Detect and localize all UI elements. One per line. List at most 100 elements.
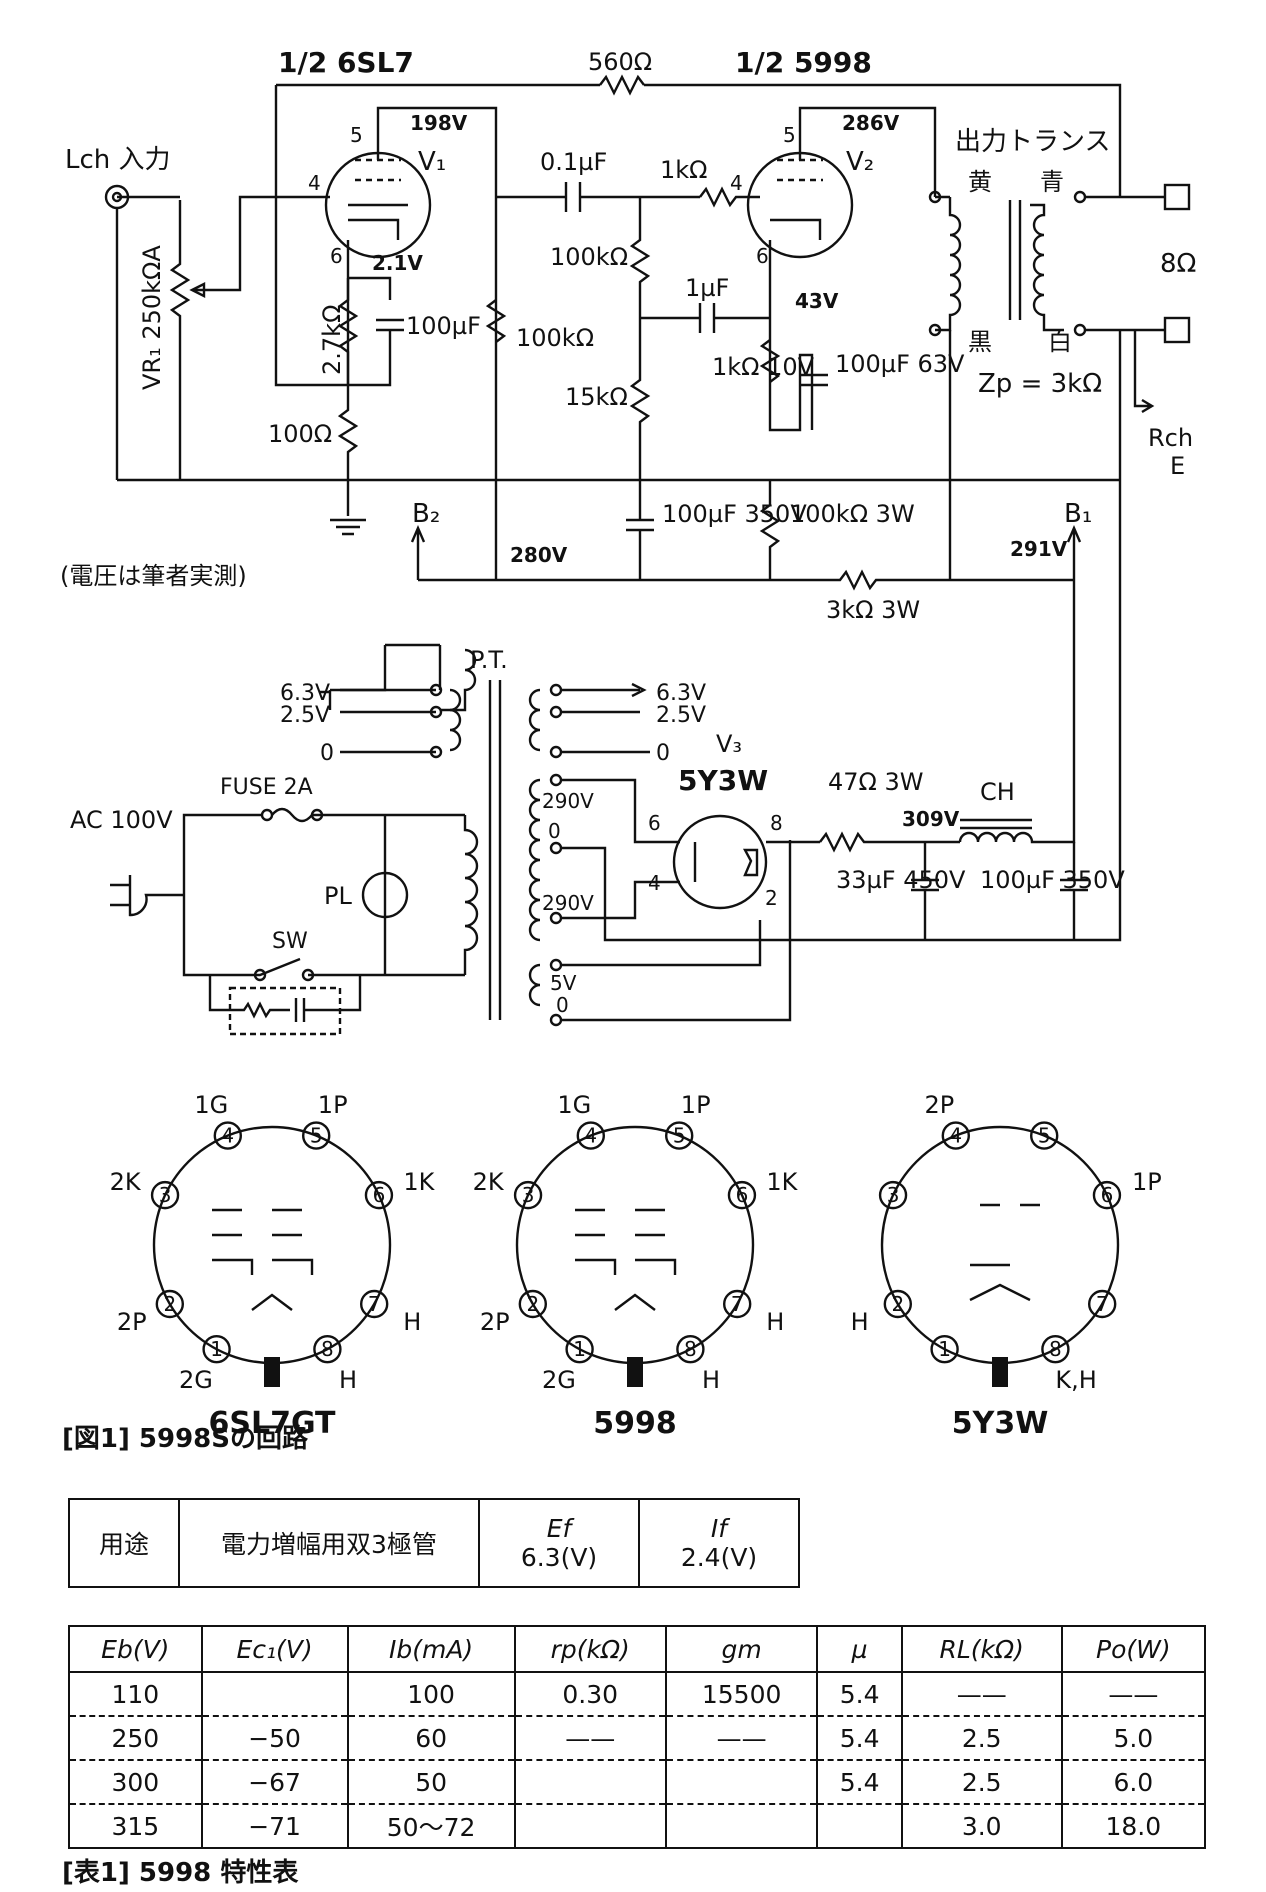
v3-label: V₃	[716, 730, 742, 758]
wire	[1133, 330, 1155, 414]
tube-name: 6SL7GT	[208, 1406, 336, 1441]
table-cell: 3.0	[900, 1803, 1063, 1849]
pin-number: 1	[573, 1337, 586, 1361]
wire	[348, 276, 392, 300]
pin-circle	[513, 1180, 543, 1210]
pin-number: 6	[1101, 1183, 1114, 1207]
wire	[528, 778, 541, 942]
pin-circle	[213, 1121, 242, 1150]
column-header: Po(W)	[1060, 1625, 1207, 1673]
wire	[348, 330, 392, 387]
pin-number: 1	[210, 1337, 223, 1361]
tube-name: 5998	[593, 1406, 677, 1441]
ot-black: 黒	[968, 328, 992, 356]
tube2-label: 1/2 5998	[735, 46, 872, 79]
wire	[549, 683, 563, 697]
use-label: 用途	[68, 1498, 180, 1588]
divider-r2-label: 15kΩ	[565, 383, 628, 411]
pin-number: 6	[373, 1183, 386, 1207]
v2-cathode-cap: 100µF 63V	[835, 350, 965, 378]
wire	[699, 186, 760, 208]
wire	[561, 840, 792, 1022]
table-cell: −67	[200, 1759, 349, 1805]
wire	[320, 690, 332, 710]
wire	[330, 645, 387, 692]
rect-fil-label: 5V	[550, 971, 577, 995]
base-key	[992, 1357, 1008, 1387]
v2-cathode-voltage: 43V	[795, 289, 839, 313]
wire	[626, 480, 654, 552]
v280-label: 280V	[510, 543, 568, 567]
wire	[110, 875, 184, 917]
table-cell: ——	[900, 1671, 1063, 1717]
column-header: Eb(V)	[68, 1625, 203, 1673]
pin-circle	[150, 1180, 180, 1210]
table-cell: −71	[200, 1803, 349, 1849]
wire	[1008, 200, 1022, 320]
pin-circle	[727, 1180, 757, 1210]
electrodes	[969, 1203, 1040, 1302]
pl-label: PL	[324, 882, 352, 910]
pin-circle	[155, 1289, 185, 1319]
ef-label: Ef	[546, 1514, 572, 1543]
v1-cathode-cap: 100µF	[406, 312, 481, 340]
wire	[385, 643, 477, 712]
figure-caption: [図1] 5998Sの回路	[62, 1424, 308, 1454]
cap100-label: 100µF 350V	[980, 866, 1125, 894]
wire	[1163, 316, 1191, 344]
wire	[549, 705, 563, 719]
wire	[561, 480, 1122, 942]
r-100-label: 100Ω	[268, 420, 332, 448]
pin-label: 2G	[542, 1366, 576, 1394]
wire	[928, 323, 942, 337]
wire	[561, 880, 680, 920]
wire	[429, 683, 443, 697]
pin-label: 1P	[318, 1091, 348, 1119]
wire	[1163, 183, 1191, 211]
wire	[182, 895, 465, 977]
pin-number: 4	[584, 1124, 597, 1148]
v2-label: V₂	[846, 147, 874, 177]
pin-5b: 5	[783, 123, 796, 147]
wire	[819, 831, 960, 853]
wire	[549, 773, 563, 787]
v1-plate-load: 100kΩ	[516, 324, 594, 352]
table-cell: 250	[68, 1715, 203, 1761]
wire	[958, 580, 1076, 844]
heater-0-left: 0	[320, 741, 334, 766]
v1-label: V₁	[418, 147, 446, 177]
table-cell: 15500	[664, 1671, 819, 1717]
table-cell: 18.0	[1060, 1803, 1207, 1849]
wire	[260, 808, 274, 822]
table-cell	[664, 1759, 819, 1805]
table-cell: 5.4	[816, 1759, 903, 1805]
v1-plate-voltage: 198V	[410, 111, 468, 135]
pin-label: 2P	[117, 1308, 147, 1336]
table-cell: ——	[664, 1715, 819, 1761]
wire	[253, 968, 267, 982]
pin-label: 1K	[403, 1168, 435, 1196]
voltage-note: (電圧は筆者実測)	[60, 562, 247, 590]
rect-fil0-label: 0	[556, 993, 569, 1017]
pin-number: 5	[1038, 1124, 1051, 1148]
table-cell: −50	[200, 1715, 349, 1761]
pin-number: 7	[1096, 1292, 1109, 1316]
pin-circle	[576, 1121, 605, 1150]
v1-cathode-voltage: 2.1V	[372, 251, 423, 275]
wire	[449, 688, 462, 752]
base-key	[627, 1357, 643, 1387]
rect-pin2: 2	[765, 886, 778, 910]
wire	[549, 958, 563, 972]
ef-value: 6.3(V)	[520, 1543, 598, 1572]
pin-circle	[364, 1180, 394, 1210]
e-label: E	[1170, 452, 1185, 480]
heater-63-right: 6.3V	[656, 681, 706, 706]
use-value: 電力増幅用双3極管	[178, 1498, 480, 1588]
